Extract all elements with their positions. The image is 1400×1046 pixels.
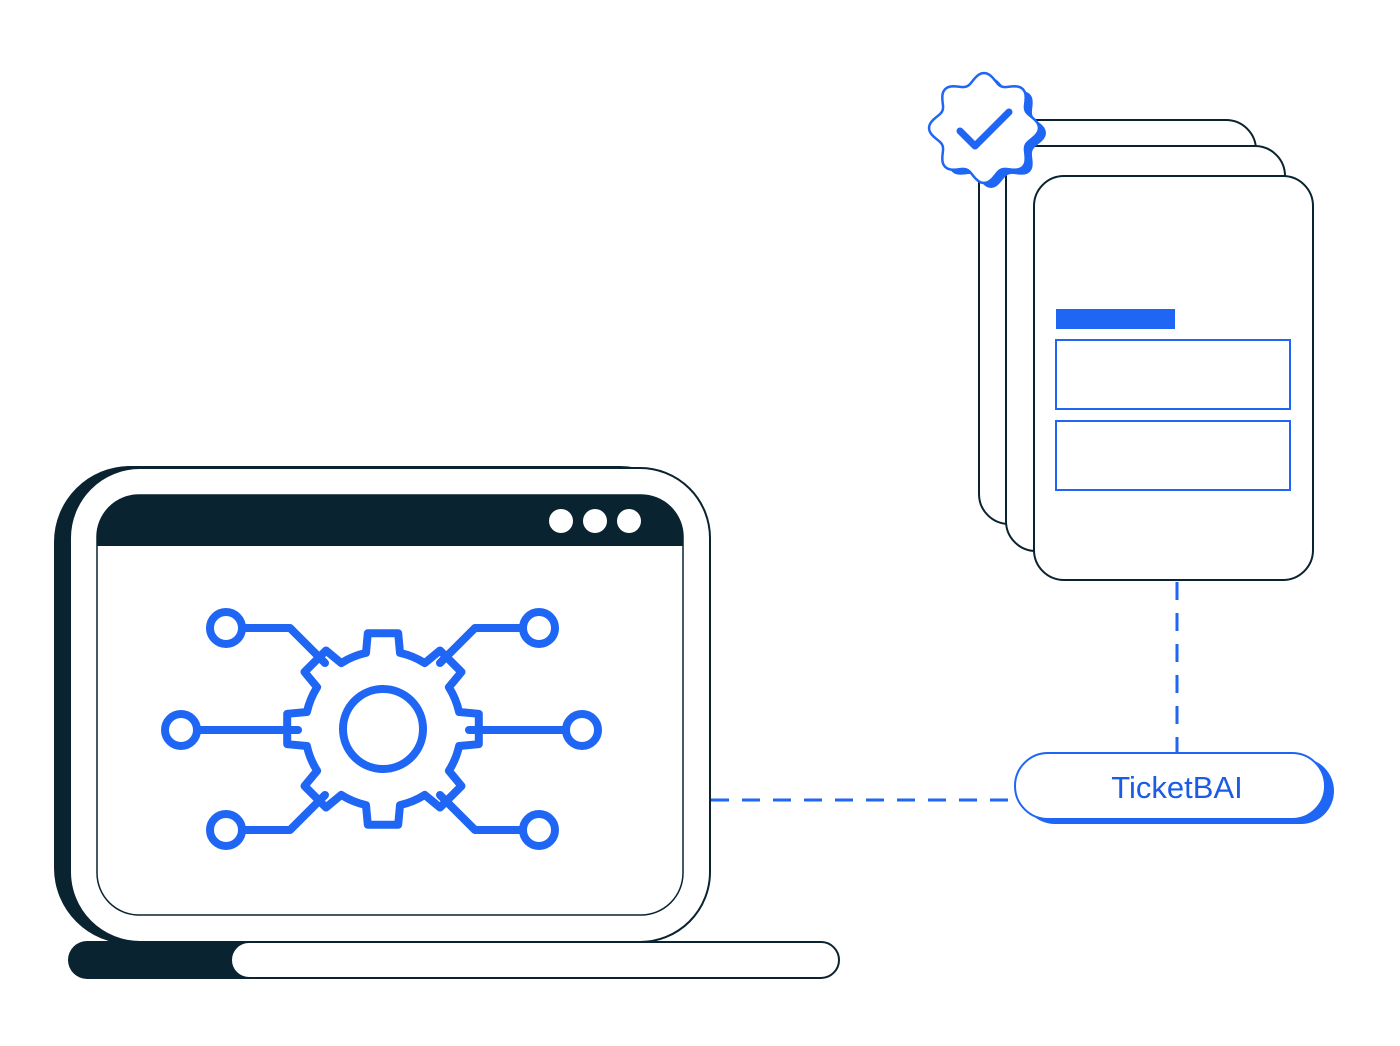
checkmark-icon [956,108,1013,150]
laptop-base [230,941,840,979]
window-dot [549,509,573,533]
circuit-node [562,710,602,750]
window-dot [583,509,607,533]
connector-lines [711,582,1179,802]
gear-circuit-icon [161,608,602,850]
circuit-node [206,608,246,648]
document-field [1055,420,1291,491]
laptop-screen [96,494,684,916]
circuit-node [161,710,201,750]
circuit-node [206,810,246,850]
ticketbai-pill [1014,752,1326,820]
circuit-line [239,791,329,834]
circuit-node [519,810,559,850]
document-heading-bar [1056,309,1175,329]
circuit-line [239,624,329,667]
circuit-node [519,608,559,648]
gear-outline [283,629,483,829]
laptop [54,466,840,979]
ticketbai-label: TicketBAI [1111,770,1243,805]
circuit-line [436,791,526,834]
gear-hole [339,685,427,773]
document-stack [927,71,1314,581]
window-dot [617,509,641,533]
browser-title-bar [97,495,683,546]
badge-outline [927,71,1041,185]
ticketbai-badge: TicketBAI [1014,752,1334,824]
verified-check-badge-icon [927,71,1046,188]
document-field [1055,339,1291,410]
circuit-line [436,624,526,667]
